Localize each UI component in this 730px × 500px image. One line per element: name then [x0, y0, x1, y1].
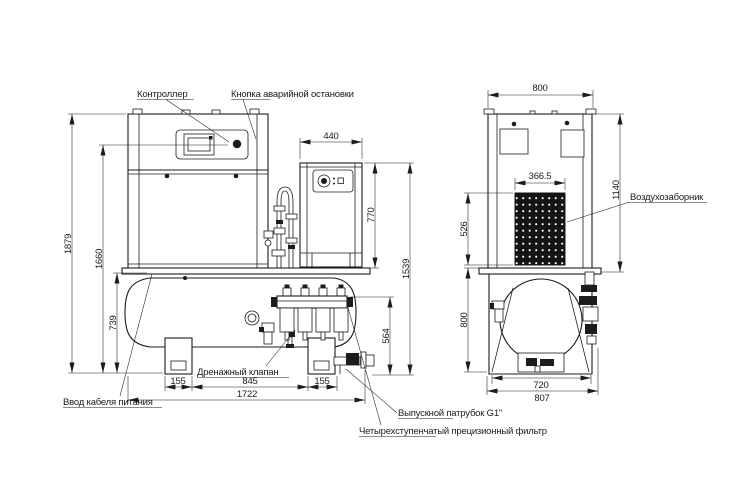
dim-left-foot: 155 — [170, 376, 185, 387]
front-view — [121, 108, 375, 375]
dim-grille-height: 526 — [459, 221, 470, 236]
side-platform — [478, 267, 602, 275]
label-precision-filter: Четырехступенчатый прецизионный фильтр — [359, 426, 547, 437]
air-intake-grille — [514, 192, 566, 266]
drain-valve-fitting — [285, 330, 295, 348]
piping — [263, 186, 298, 268]
dim-side-overall-width: 800 — [532, 83, 547, 94]
dimensions-front: 1879 1660 739 440 770 1539 564 155 845 — [63, 113, 414, 404]
dimensions-side: 800 366.5 1140 526 800 720 807 — [459, 83, 624, 404]
callouts: Контроллер Кнопка аварийной остановки Во… — [63, 89, 707, 437]
side-right-fittings — [579, 271, 599, 345]
dim-grille-width: 366.5 — [529, 171, 552, 182]
label-emergency-stop: Кнопка аварийной остановки — [231, 89, 354, 100]
bottom-drain-fitting — [517, 352, 565, 373]
dryer-cabinet — [299, 162, 363, 268]
controller-panel — [175, 129, 249, 160]
label-cable-entry: Ввод кабеля питания — [63, 397, 153, 408]
label-air-intake: Воздухозаборник — [630, 192, 704, 203]
dim-controller-height: 1660 — [94, 249, 105, 269]
emergency-stop-button — [232, 139, 242, 149]
tank-foot-right — [307, 337, 336, 375]
outlet-assembly — [333, 351, 375, 374]
dim-cabinet-height: 1140 — [611, 180, 622, 200]
dim-tank-height: 739 — [108, 315, 119, 330]
label-outlet-pipe: Выпускной патрубок G1" — [398, 408, 502, 419]
dim-overall-height: 1879 — [63, 234, 74, 254]
label-controller: Контроллер — [137, 89, 187, 100]
side-view — [478, 108, 602, 375]
dim-dryer-overall-height: 1539 — [401, 259, 412, 279]
dim-right-foot: 155 — [314, 376, 329, 387]
dim-base-width: 807 — [534, 393, 549, 404]
dim-tank-section-height: 800 — [459, 312, 470, 327]
tank-foot-left — [164, 337, 193, 375]
dim-overall-width: 1722 — [237, 389, 257, 400]
dim-feet-spacing-side: 720 — [533, 380, 548, 391]
label-drain-valve: Дренажный клапан — [197, 367, 278, 378]
dim-dryer-height: 770 — [366, 207, 377, 222]
side-left-fitting — [490, 300, 505, 323]
dim-outlet-height: 564 — [381, 328, 392, 343]
dim-dryer-width: 440 — [323, 131, 338, 142]
dim-feet-spacing: 845 — [242, 376, 257, 387]
filter-assembly — [259, 284, 353, 345]
air-tank-front — [124, 277, 357, 348]
